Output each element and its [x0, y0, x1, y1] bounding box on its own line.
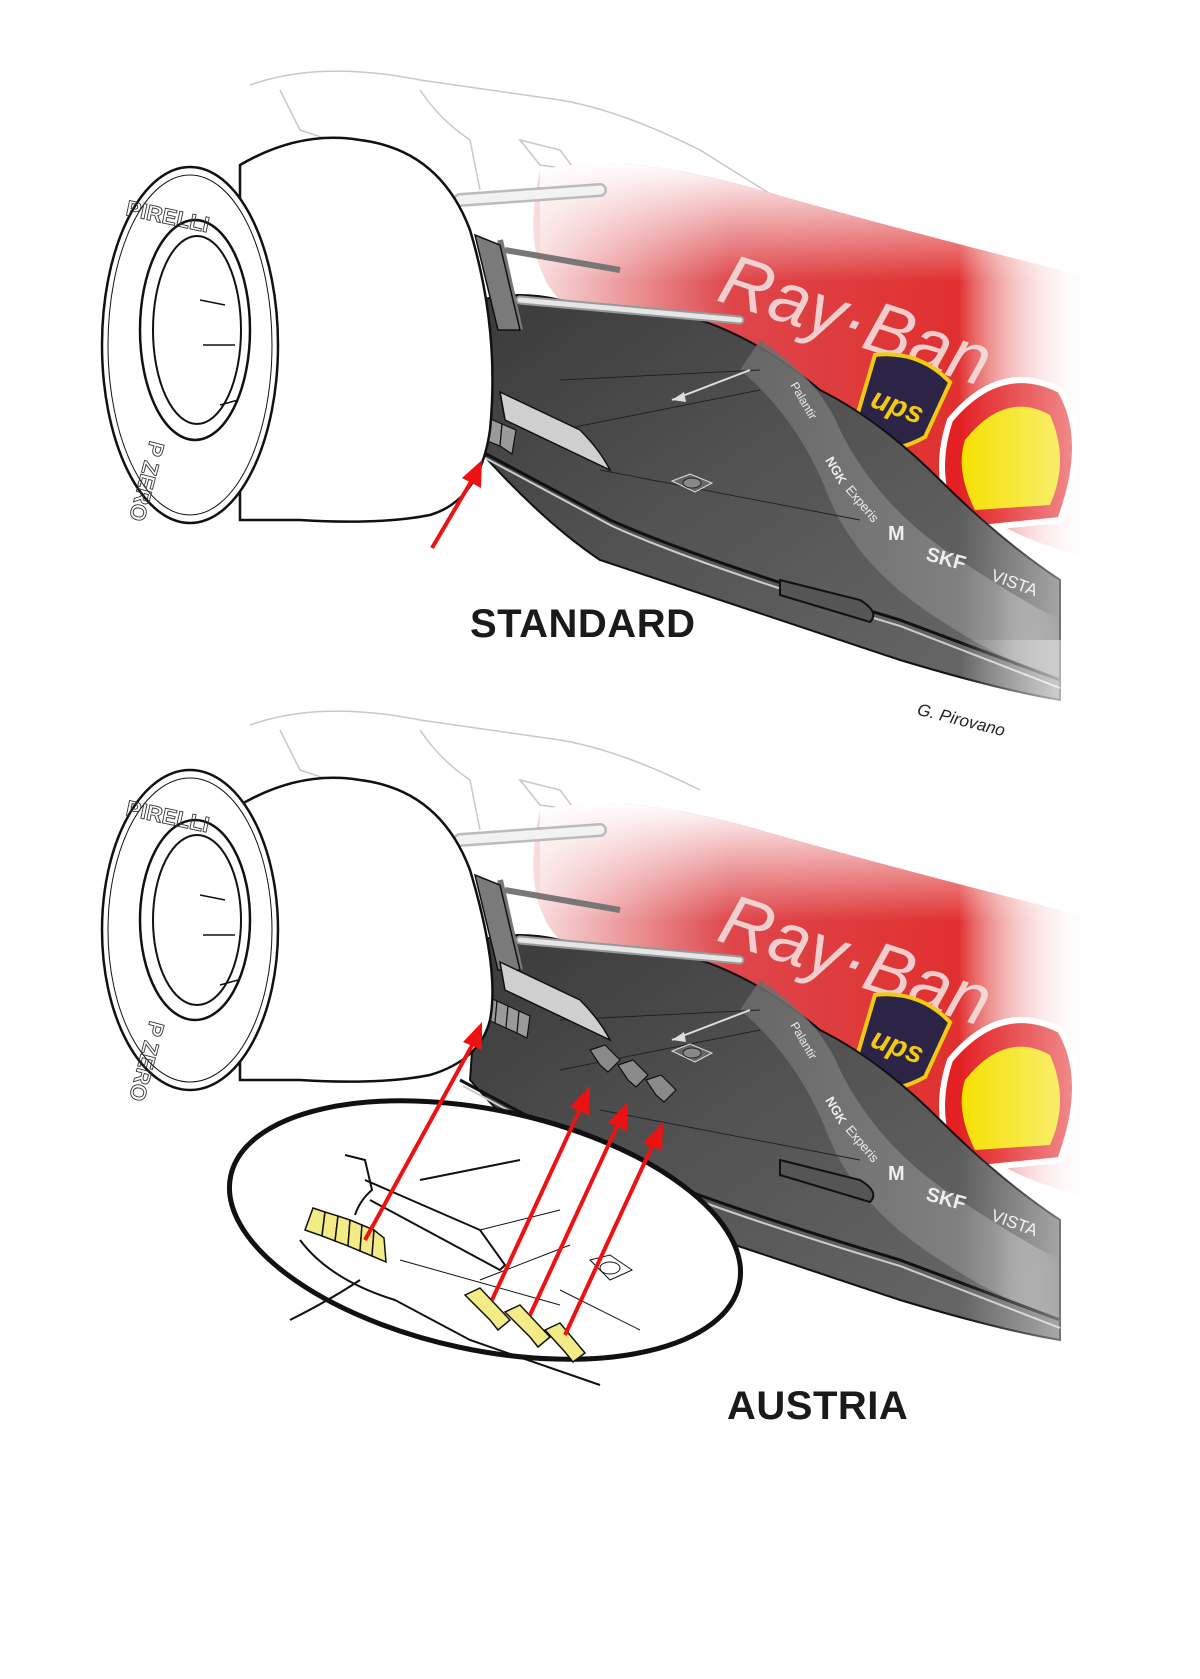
standard-label: STANDARD: [470, 602, 696, 646]
austria-car-drawing: Ray·Ban ups Palantir NGK Experis M SKF V…: [0, 640, 1200, 1440]
austria-label: AUSTRIA: [727, 1384, 909, 1428]
austria-illustration: Ray·Ban ups Palantir NGK Experis M SKF V…: [0, 640, 1200, 1440]
